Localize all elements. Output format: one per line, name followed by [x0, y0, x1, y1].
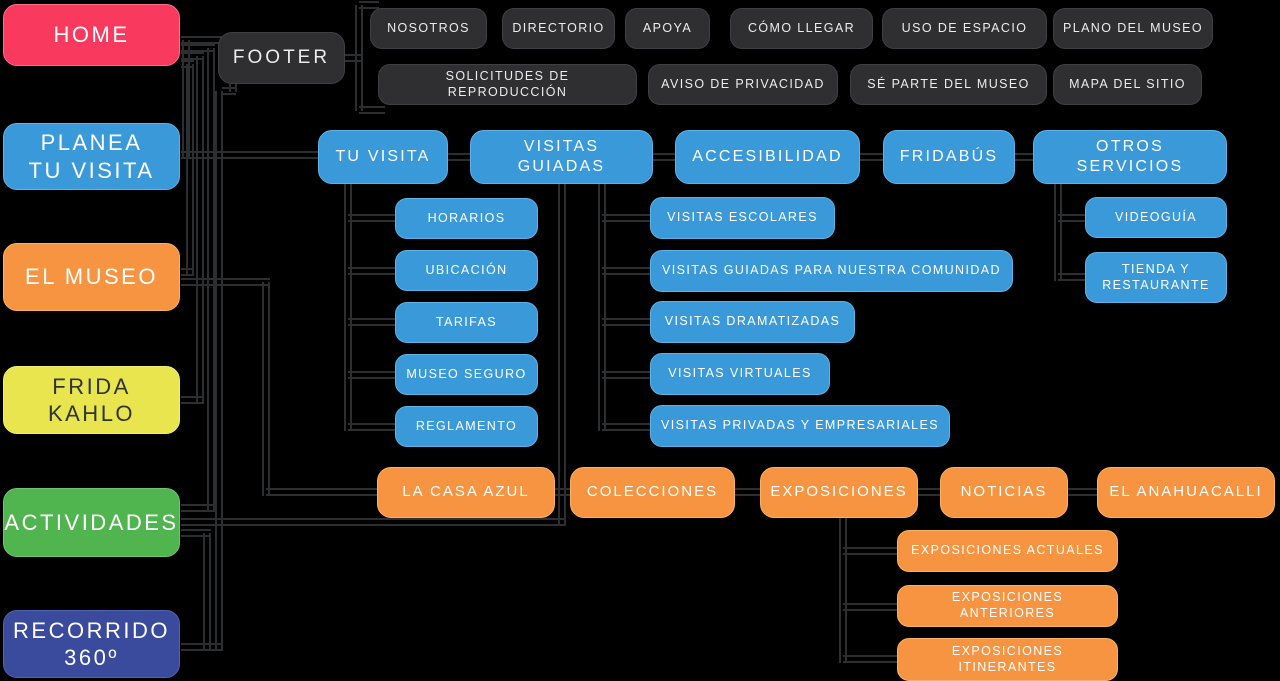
node-tu-visita[interactable]: TU VISITA: [318, 130, 448, 184]
node-accesibilidad[interactable]: ACCESIBILIDAD: [675, 130, 860, 184]
node-museo-seguro[interactable]: MUSEO SEGURO: [395, 354, 538, 395]
node-planea-tu-visita[interactable]: PLANEA TU VISITA: [3, 123, 180, 190]
connector-line: [843, 655, 899, 663]
connector-line: [1068, 488, 1099, 496]
connector-line: [918, 488, 942, 496]
node-el-anahuacalli[interactable]: EL ANAHUACALLI: [1097, 467, 1275, 518]
connector-line: [839, 516, 847, 663]
node-horarios[interactable]: HORARIOS: [395, 198, 538, 239]
connector-line: [1058, 214, 1087, 222]
node-visitas-guiadas[interactable]: VISITAS GUIADAS: [470, 130, 653, 184]
node-ubicacion[interactable]: UBICACIÓN: [395, 250, 538, 291]
connector-line: [843, 603, 899, 611]
node-visitas-virtuales[interactable]: VISITAS VIRTUALES: [650, 353, 830, 395]
node-apoya[interactable]: APOYA: [625, 8, 710, 49]
connector-line: [598, 181, 606, 431]
connector-line: [448, 153, 472, 161]
connector-line: [1054, 182, 1062, 281]
connector-line: [186, 64, 194, 276]
connector-line: [215, 91, 223, 651]
connector-line: [348, 214, 396, 222]
node-visitas-escolares[interactable]: VISITAS ESCOLARES: [650, 197, 835, 239]
connector-line: [348, 318, 396, 326]
connector-line: [181, 529, 211, 537]
connector-line: [1015, 153, 1035, 161]
node-mapa-del-sitio[interactable]: MAPA DEL SITIO: [1053, 64, 1202, 105]
connector-line: [262, 282, 270, 496]
connector-line: [735, 488, 762, 496]
node-otros-servicios[interactable]: OTROS SERVICIOS: [1033, 130, 1227, 184]
connector-line: [181, 36, 222, 44]
node-exposiciones[interactable]: EXPOSICIONES: [760, 467, 918, 518]
connector-line: [602, 371, 652, 379]
node-frida-kahlo[interactable]: FRIDA KAHLO: [3, 366, 180, 434]
connector-line: [602, 267, 652, 275]
node-noticias[interactable]: NOTICIAS: [940, 467, 1068, 518]
connector-line: [266, 488, 378, 496]
node-nosotros[interactable]: NOSOTROS: [370, 8, 487, 49]
connector-line: [348, 267, 396, 275]
node-plano-del-museo[interactable]: PLANO DEL MUSEO: [1053, 8, 1213, 49]
node-recorrido-360[interactable]: RECORRIDO 360º: [3, 610, 180, 678]
connector-line: [344, 182, 352, 431]
node-videoguia[interactable]: VIDEOGUÍA: [1085, 197, 1227, 238]
node-directorio[interactable]: DIRECTORIO: [502, 8, 615, 49]
node-exposiciones-anteriores[interactable]: EXPOSICIONES ANTERIORES: [897, 585, 1118, 627]
connector-line: [181, 278, 270, 286]
connector-line: [203, 533, 211, 651]
connector-line: [345, 54, 363, 62]
node-home[interactable]: HOME: [3, 4, 180, 66]
connector-line: [182, 40, 190, 159]
connector-line: [207, 48, 215, 512]
connector-line: [602, 423, 652, 431]
connector-line: [229, 84, 237, 92]
connector-line: [348, 423, 396, 431]
connector-line: [558, 181, 566, 526]
node-exposiciones-itinerantes[interactable]: EXPOSICIONES ITINERANTES: [897, 638, 1118, 681]
node-exposiciones-actuales[interactable]: EXPOSICIONES ACTUALES: [897, 530, 1118, 572]
node-reglamento[interactable]: REGLAMENTO: [395, 406, 538, 447]
node-tienda-y-restaurante[interactable]: TIENDA Y RESTAURANTE: [1085, 252, 1227, 303]
connector-line: [653, 153, 677, 161]
node-visitas-dramatizadas[interactable]: VISITAS DRAMATIZADAS: [650, 301, 855, 343]
connector-line: [181, 643, 223, 651]
node-el-museo[interactable]: EL MUSEO: [3, 243, 180, 311]
connector-line: [181, 52, 204, 60]
connector-line: [181, 396, 204, 404]
connector-line: [602, 214, 652, 222]
connector-line: [181, 151, 318, 159]
connector-line: [843, 547, 899, 555]
connector-line: [359, 1, 379, 9]
connector-line: [181, 504, 215, 512]
connector-line: [359, 106, 385, 114]
node-aviso-de-privacidad[interactable]: AVISO DE PRIVACIDAD: [648, 64, 838, 105]
connector-line: [602, 318, 652, 326]
node-uso-de-espacio[interactable]: USO DE ESPACIO: [882, 8, 1047, 49]
node-fridabus[interactable]: FRIDABÚS: [883, 130, 1015, 184]
connector-line: [196, 56, 204, 404]
connector-line: [555, 488, 572, 496]
node-se-parte-del-museo[interactable]: SÉ PARTE DEL MUSEO: [850, 64, 1047, 105]
node-la-casa-azul[interactable]: LA CASA AZUL: [377, 467, 555, 518]
connector-line: [181, 44, 215, 52]
connector-line: [181, 518, 566, 526]
node-como-llegar[interactable]: CÓMO LLEGAR: [730, 8, 873, 49]
connector-line: [355, 5, 363, 111]
node-actividades[interactable]: ACTIVIDADES: [3, 488, 180, 557]
node-tarifas[interactable]: TARIFAS: [395, 302, 538, 343]
node-colecciones[interactable]: COLECCIONES: [570, 467, 735, 518]
node-solicitudes-de-reproduccion[interactable]: SOLICITUDES DE REPRODUCCIÓN: [378, 64, 637, 105]
node-footer[interactable]: FOOTER: [218, 32, 345, 84]
connector-line: [1058, 273, 1087, 281]
connector-line: [859, 153, 885, 161]
node-visitas-guiadas-comunidad[interactable]: VISITAS GUIADAS PARA NUESTRA COMUNIDAD: [650, 250, 1013, 292]
node-visitas-privadas[interactable]: VISITAS PRIVADAS Y EMPRESARIALES: [650, 405, 950, 447]
connector-line: [348, 371, 396, 379]
